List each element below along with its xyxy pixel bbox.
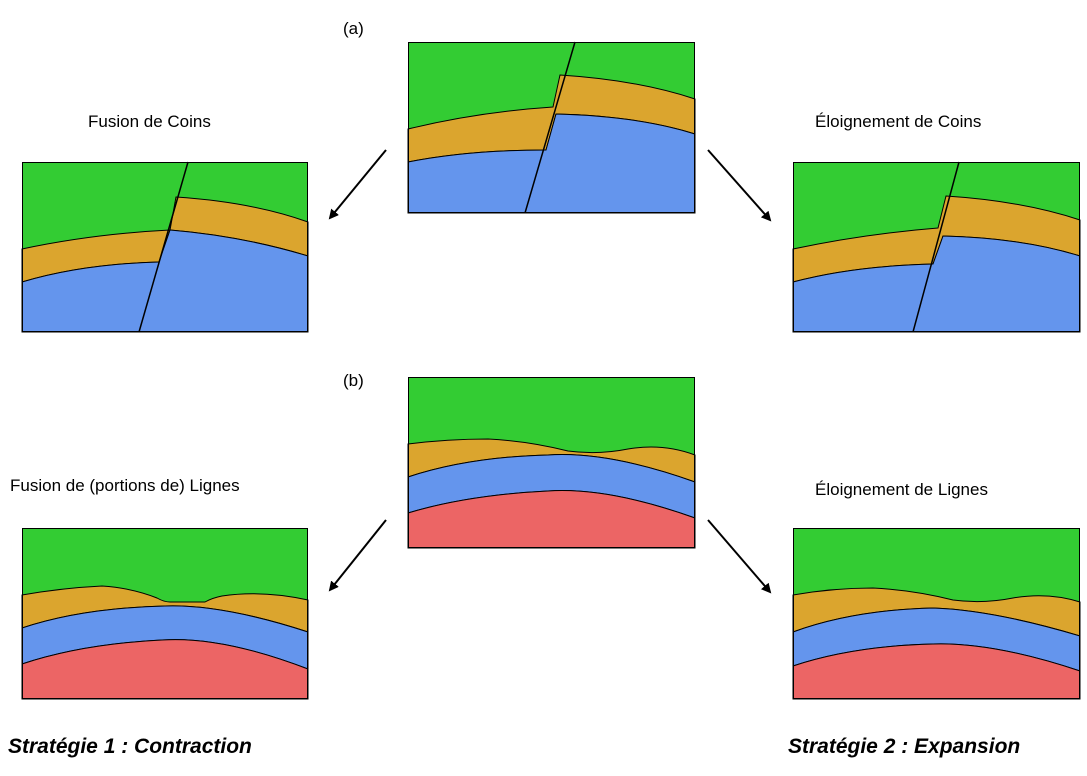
line-fusion-title: Fusion de (portions de) Lignes xyxy=(10,476,240,495)
arrow-to-corner-fusion xyxy=(328,149,387,220)
line-separation-title: Éloignement de Lignes xyxy=(815,480,988,499)
row-a-label: (a) xyxy=(343,19,364,38)
line-original-panel xyxy=(407,377,696,549)
arrow-to-corner-separation xyxy=(707,149,772,222)
line-separation-panel xyxy=(792,528,1081,700)
corner-original-panel xyxy=(407,41,696,214)
strategy-expansion: Stratégie 2 : Expansion xyxy=(788,735,1021,758)
corner-fusion-panel xyxy=(21,161,309,333)
corner-fusion-title: Fusion de Coins xyxy=(88,112,211,131)
arrow-to-line-separation xyxy=(707,519,772,594)
row-b-label: (b) xyxy=(343,371,364,390)
strategy-contraction: Stratégie 1 : Contraction xyxy=(8,735,252,758)
line-fusion-panel xyxy=(21,528,309,700)
corner-separation-title: Éloignement de Coins xyxy=(815,112,982,131)
corner-separation-panel xyxy=(792,161,1081,333)
arrow-to-line-fusion xyxy=(328,519,387,592)
